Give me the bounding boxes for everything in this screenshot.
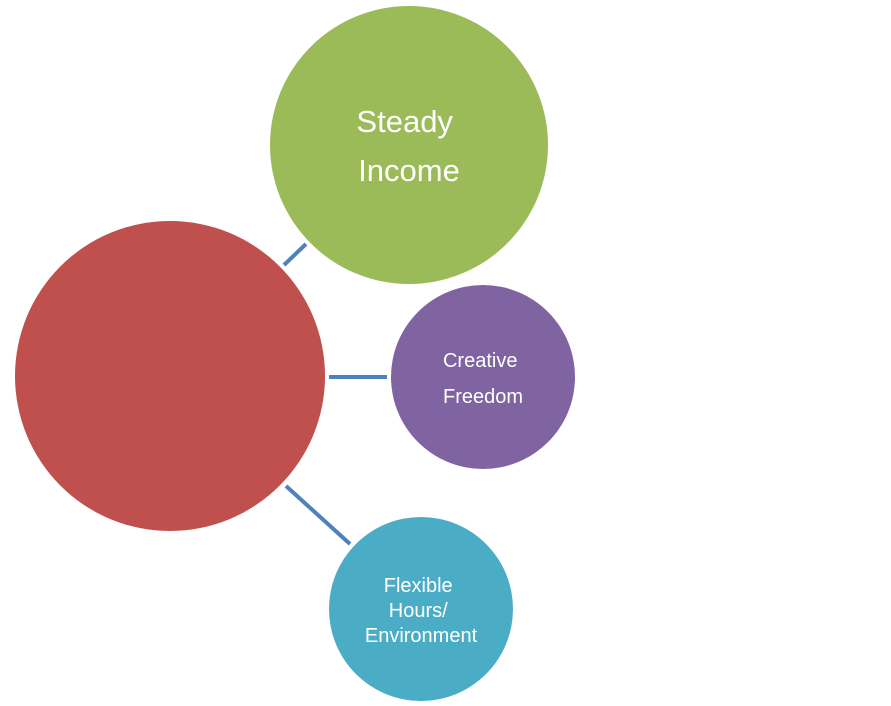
connector-line (284, 484, 352, 546)
node-steady-income (270, 6, 548, 284)
node-steady-income-label: Steady Income (356, 104, 461, 188)
central-circle (15, 221, 325, 531)
node-creative-freedom (391, 285, 575, 469)
connector-line (282, 242, 308, 267)
node-flexible-hours-label: Flexible Hours/ Environment (365, 575, 478, 647)
node-flexible-hours (329, 517, 513, 701)
node-creative-freedom-label: Creative Freedom (443, 350, 523, 408)
